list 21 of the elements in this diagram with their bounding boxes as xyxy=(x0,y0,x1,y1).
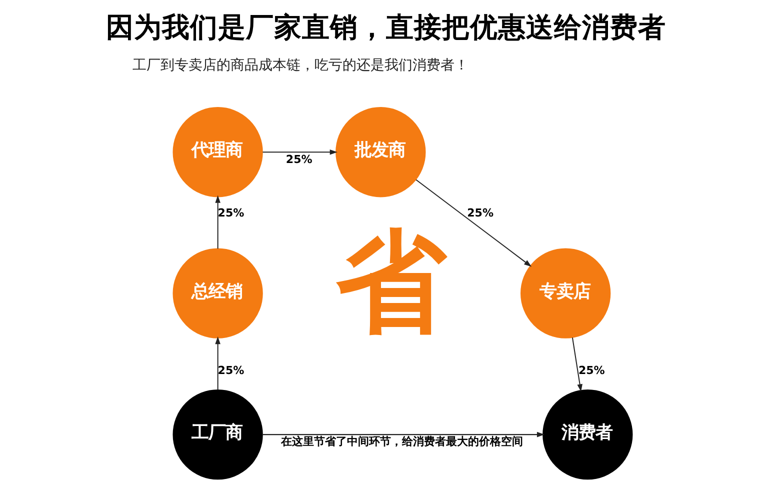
arrow xyxy=(571,338,582,392)
arrow xyxy=(415,179,532,267)
arrow xyxy=(262,432,544,438)
label: 省 xyxy=(336,219,446,348)
arrow xyxy=(214,336,220,390)
node-circle: 批发商 xyxy=(335,107,426,198)
arrow xyxy=(214,195,220,249)
edge-label: 25% xyxy=(217,364,244,377)
label: 工厂到专卖店的商品成本链，吃亏的还是我们消费者！ xyxy=(132,57,468,74)
edge-label: 25% xyxy=(466,206,494,220)
node-circle: 消费者 xyxy=(542,389,632,480)
node-circle: 总经销 xyxy=(172,248,262,338)
edge-label: 25% xyxy=(578,364,604,377)
edge-label: 25% xyxy=(285,152,312,166)
node-circle: 专卖店 xyxy=(520,248,610,338)
diagram-title: 因为我们是厂家直销，直接把优惠送给消费者 xyxy=(106,10,666,44)
edge-label: 25% xyxy=(217,206,244,220)
arrow xyxy=(262,149,337,155)
node-circle: 代理商 xyxy=(172,107,262,198)
edge-label: 在这里节省了中间环节，给消费者最大的价格空间 xyxy=(280,435,522,448)
node-circle: 工厂商 xyxy=(172,389,262,480)
